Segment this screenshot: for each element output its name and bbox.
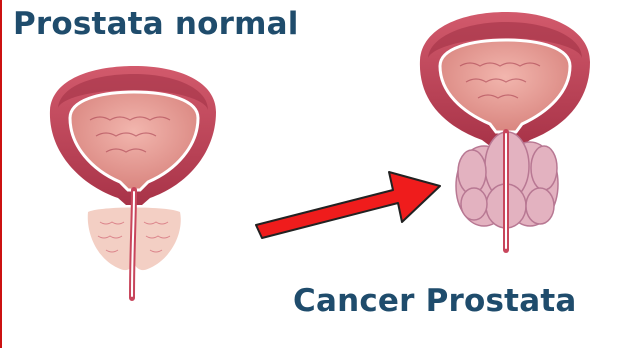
cancer-prostate-illustration <box>420 12 590 250</box>
arrow-shape <box>256 172 440 238</box>
progression-arrow <box>256 172 440 238</box>
tumor-lobe <box>526 188 554 224</box>
normal-prostate-illustration <box>50 66 216 298</box>
tumor-lobe <box>531 146 557 190</box>
tumor-lobe <box>458 150 486 194</box>
tumor-lobe <box>461 188 487 220</box>
